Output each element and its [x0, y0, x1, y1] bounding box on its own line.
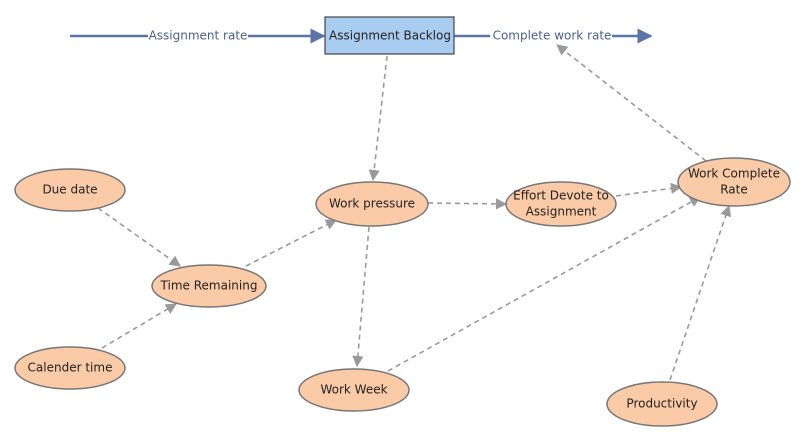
link-work-pressure-to-work-week — [352, 226, 370, 368]
inflow-pipe: Assignment rate — [70, 28, 326, 44]
link-effort-to-work-complete-rate — [615, 182, 683, 197]
link-time-remaining-to-work-pressure — [245, 219, 337, 267]
effort-devote-label-line2: Assignment — [526, 205, 597, 219]
link-work-week-to-work-complete-rate — [387, 196, 701, 372]
due-date-ellipse — [14, 168, 126, 212]
work-week-ellipse — [298, 368, 410, 412]
complete-work-rate-label: Complete work rate — [493, 29, 612, 43]
node-time-remaining: Time Remaining — [151, 264, 267, 308]
link-work-pressure-to-effort — [427, 198, 508, 210]
node-productivity: Productivity — [606, 381, 718, 427]
work-complete-rate-label-line1: Work Complete — [688, 167, 780, 181]
link-due-date-to-time-remaining — [97, 207, 181, 267]
node-work-pressure: Work pressure — [315, 181, 429, 227]
link-work-complete-rate-to-outflow — [556, 44, 707, 162]
time-remaining-ellipse — [151, 264, 267, 308]
work-week-label: Work Week — [320, 383, 387, 397]
productivity-ellipse — [606, 381, 718, 427]
assignment-backlog-label: Assignment Backlog — [329, 29, 451, 43]
assignment-rate-label: Assignment rate — [149, 29, 248, 43]
work-pressure-ellipse — [315, 181, 429, 227]
causal-links — [97, 44, 732, 381]
node-calender-time: Calender time — [14, 346, 126, 390]
outflow-pipe: Complete work rate — [454, 28, 653, 44]
link-backlog-to-work-pressure — [368, 55, 388, 182]
assignment-backlog-stock: Assignment Backlog — [324, 16, 455, 55]
time-remaining-label: Time Remaining — [160, 279, 258, 293]
productivity-label: Productivity — [626, 397, 697, 411]
calender-time-label: Calender time — [28, 361, 113, 375]
work-complete-rate-label-line2: Rate — [720, 183, 748, 197]
node-due-date: Due date — [14, 168, 126, 212]
work-pressure-label: Work pressure — [329, 197, 415, 211]
due-date-label: Due date — [42, 183, 97, 197]
node-work-complete-rate: Work Complete Rate — [677, 157, 791, 207]
effort-devote-ellipse — [505, 181, 617, 227]
work-complete-rate-ellipse — [677, 157, 791, 207]
node-effort-devote: Effort Devote to Assignment — [505, 181, 617, 227]
node-work-week: Work Week — [298, 368, 410, 412]
link-productivity-to-work-complete-rate — [669, 204, 732, 381]
link-calender-time-to-time-remaining — [101, 303, 177, 349]
effort-devote-label-line1: Effort Devote to — [513, 189, 609, 203]
stock-box — [324, 16, 455, 55]
calender-time-ellipse — [14, 346, 126, 390]
